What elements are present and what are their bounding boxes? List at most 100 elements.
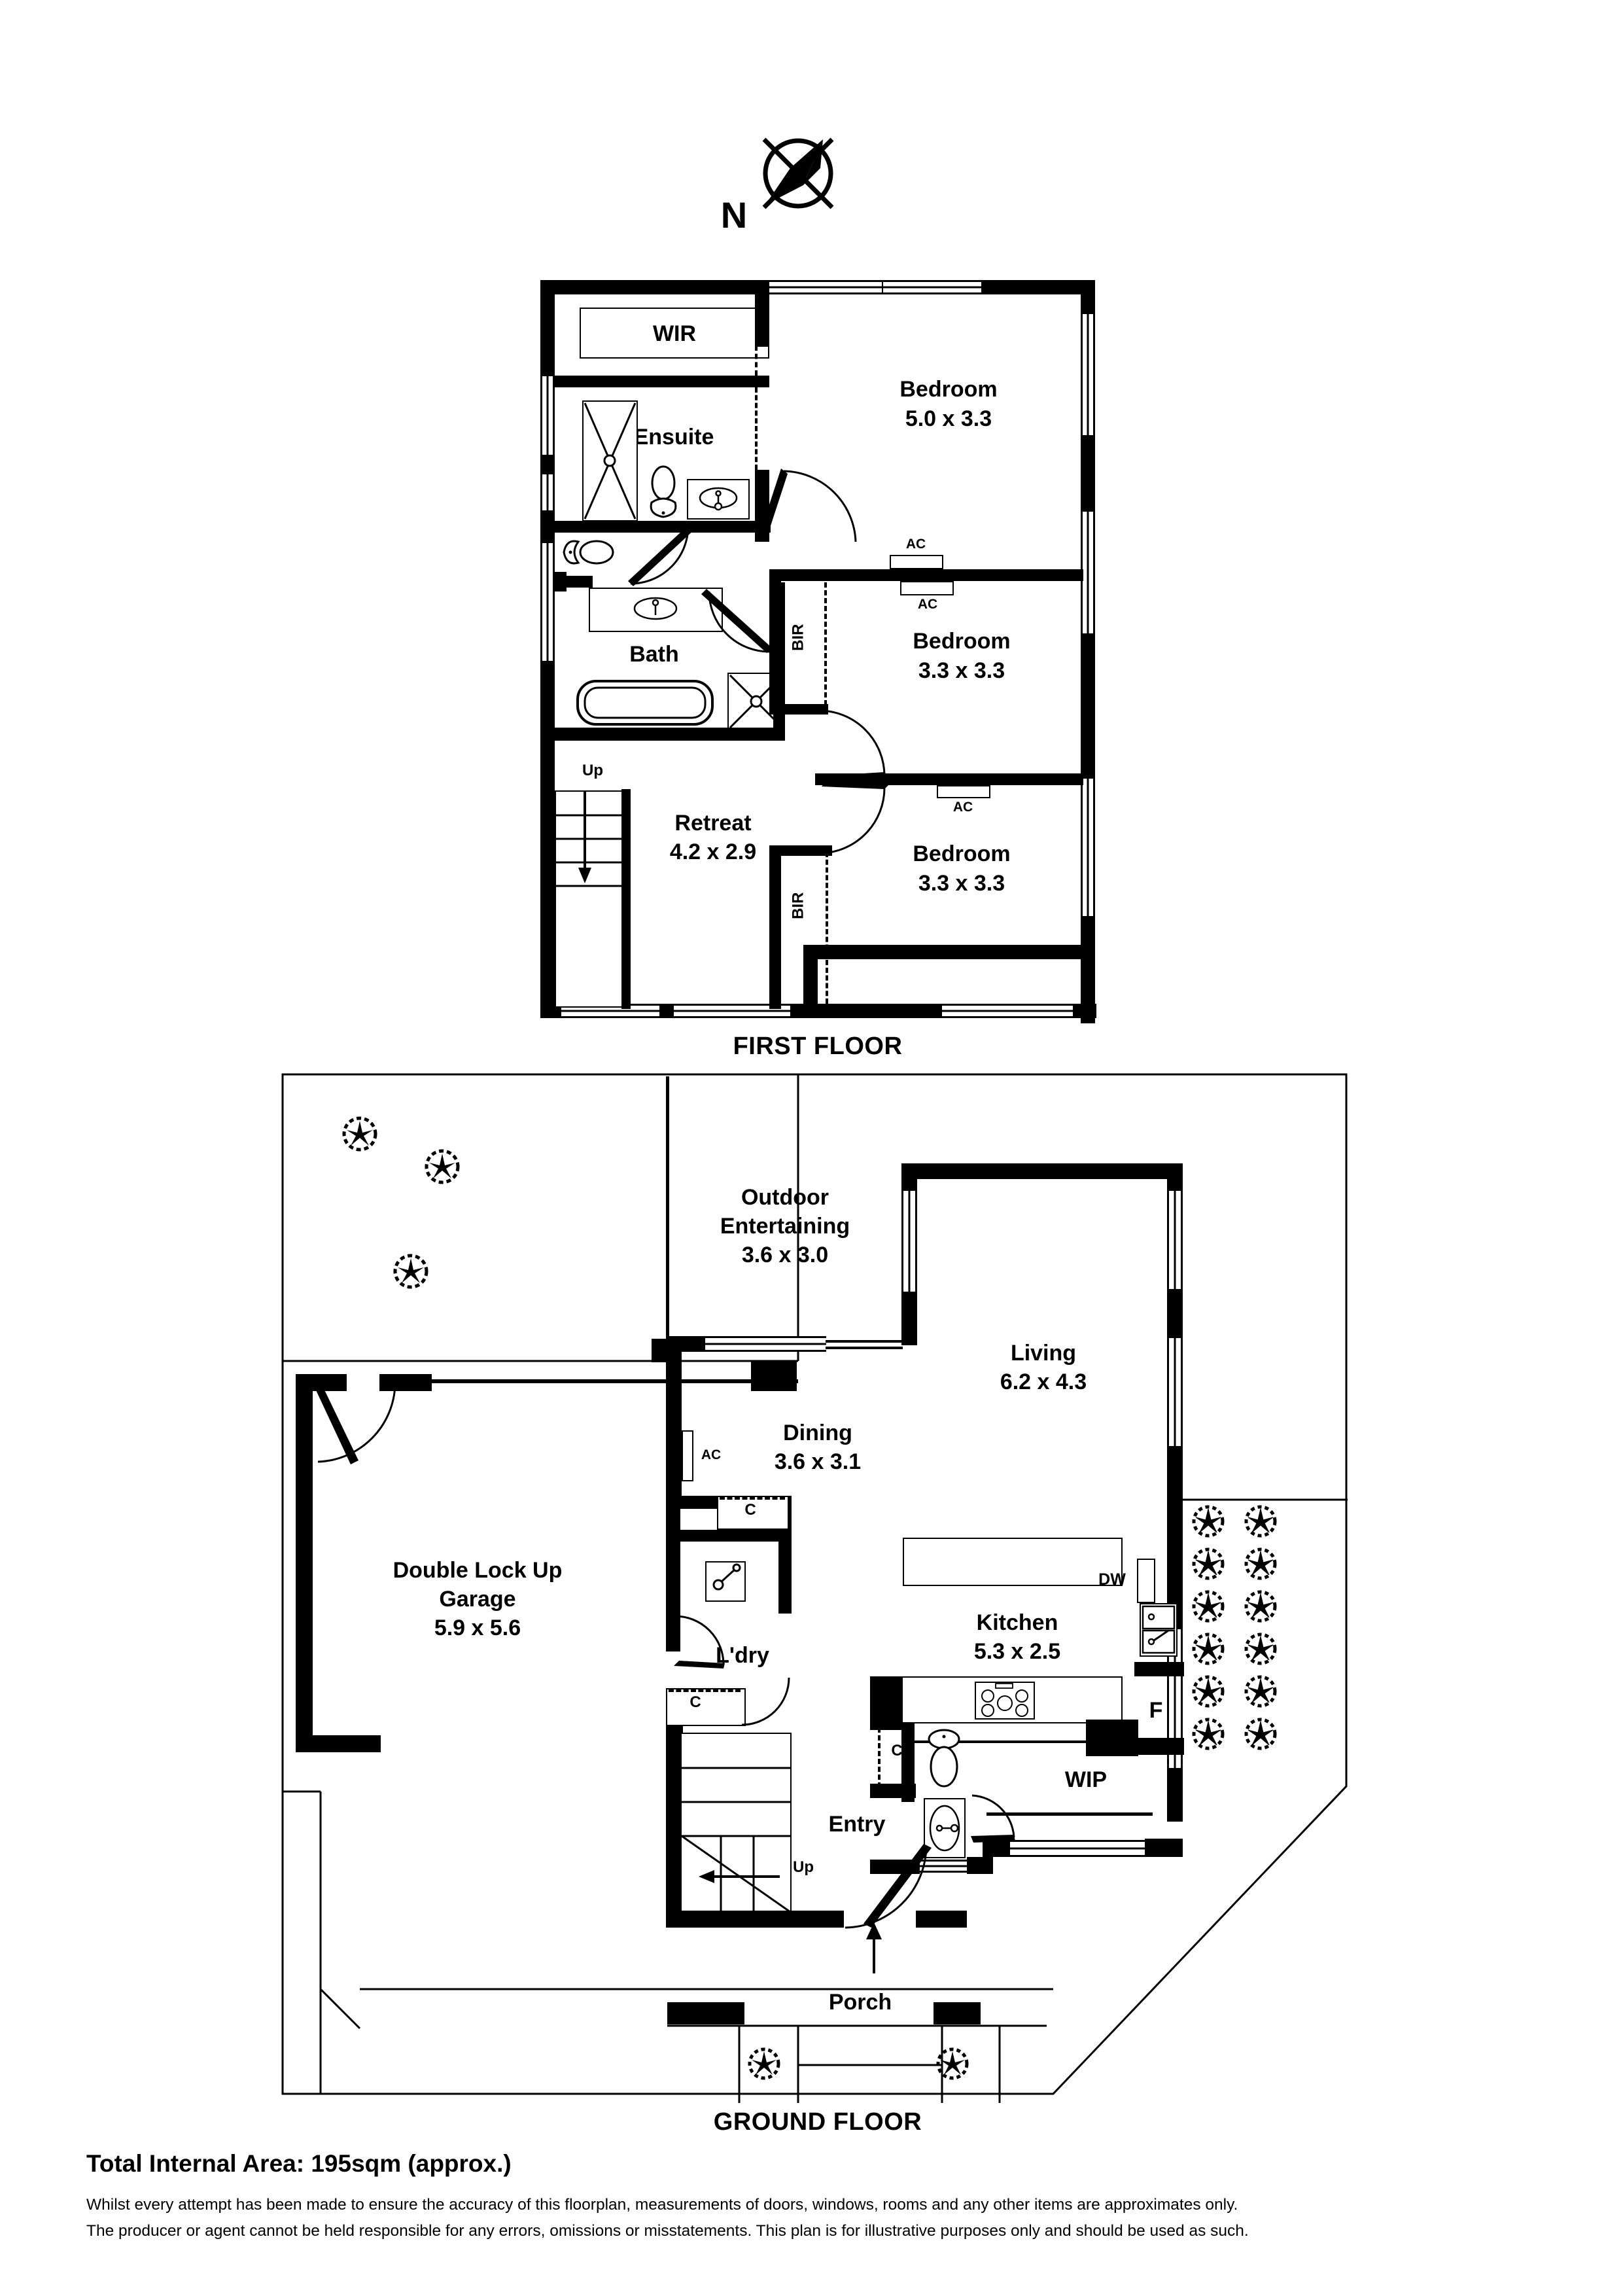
bedroom1-door[interactable] [759,468,858,547]
wall [652,1339,669,1362]
wc-door[interactable] [628,523,707,590]
shrub-icon [393,1253,429,1290]
cupboard-box [717,1496,789,1530]
porch-steps [667,2024,1047,2103]
window [1167,1191,1183,1292]
garage-name-line1: Double Lock Up [393,1558,563,1583]
entry-arrow [864,1917,884,1973]
bir-opening [824,582,827,713]
kitchen-sink [1140,1603,1178,1657]
ac-unit [900,581,954,595]
wall [666,1496,680,1651]
window [1081,779,1095,916]
ac-label: AC [905,537,926,552]
wall [803,945,818,1018]
ground-up-label: Up [793,1858,814,1876]
total-area-label: Total Internal Area: 195sqm (approx.) [86,2150,512,2177]
garden-bed-outline [1183,1498,1348,1760]
dishwasher-unit [1137,1559,1155,1603]
retreat-name: Retreat [674,811,752,836]
kitchen-name: Kitchen [976,1610,1058,1635]
wc-toilet-icon [560,537,616,568]
wall [769,704,828,715]
bedroom3-dim: 3.3 x 3.3 [918,871,1005,896]
sliding-track [826,1347,903,1349]
wir-opening [755,345,758,376]
bedroom3-name: Bedroom [913,841,1011,866]
wall [1167,1446,1183,1506]
powder-door[interactable] [969,1794,1017,1844]
outdoor-dim: 3.6 x 3.0 [741,1243,829,1267]
ensuite-opening [755,387,758,470]
wall [379,1374,432,1391]
window [1081,314,1095,435]
bedroom1-dim: 5.0 x 3.3 [905,406,992,431]
site-boundary [281,1073,1348,2113]
staircase [555,790,625,1008]
wall [1167,1289,1183,1341]
entry-front-door[interactable] [844,1844,935,1930]
wall [1145,1839,1183,1857]
bedroom3-door[interactable] [816,780,896,856]
garage-dim: 5.9 x 5.6 [434,1616,521,1640]
cupboard-label: C [891,1742,903,1759]
wall [967,1857,993,1874]
wall [815,773,1083,785]
shrub-icon [341,1116,378,1152]
window [540,543,555,661]
cupboard-opening [720,1497,785,1500]
shrub-icon [747,2047,781,2081]
garden-shrub-grid [1185,1505,1349,1760]
window [883,280,981,294]
laundry-door[interactable] [674,1615,727,1669]
wall [803,945,1095,959]
cupboard-label: C [744,1501,756,1519]
dishwasher-label: DW [1098,1570,1126,1589]
wall [870,1676,901,1730]
window [674,1004,790,1018]
bathtub-icon [576,679,714,726]
first-floor-title: FIRST FLOOR [733,1033,903,1060]
window [540,474,555,510]
first-floor-up-label: Up [582,762,603,779]
ensuite-vanity [687,479,750,520]
garage-door-line [432,1379,798,1383]
living-name: Living [1010,1341,1077,1366]
window [705,1336,826,1352]
window [769,280,882,294]
bath-door[interactable] [701,582,778,654]
ac-unit [937,785,990,798]
cupboard-box [666,1688,746,1726]
wall [296,1374,313,1752]
wall [901,1163,1183,1179]
ac-label: AC [952,800,973,815]
wall [916,1911,967,1928]
wall [666,1911,844,1928]
laundry-inner-door[interactable] [739,1675,792,1727]
garage-name-line2: Garage [439,1587,516,1612]
bedroom2-name: Bedroom [913,629,1011,654]
window [901,1191,917,1294]
wall [983,1840,1010,1857]
ac-unit [682,1430,693,1481]
living-dim: 6.2 x 4.3 [1000,1369,1087,1394]
garage-pedestrian-door[interactable] [313,1382,398,1467]
wall [666,1809,680,1913]
bir-opening [826,852,828,1004]
first-floor-plan: WIR Ensuite [0,0,1623,1060]
pantry-shelf [986,1812,1153,1816]
outdoor-name-line2: Entertaining [720,1214,850,1239]
wall [901,1723,915,1802]
ensuite-toilet-icon [645,465,682,522]
wall [751,1361,797,1391]
wall [1134,1738,1184,1755]
window [540,376,555,455]
entry-label: Entry [828,1812,886,1837]
bedroom2-dim: 3.3 x 3.3 [918,658,1005,683]
wir-robe-shelf [580,308,769,359]
outdoor-name-line1: Outdoor [741,1185,829,1210]
laundry-trough [705,1561,746,1602]
wall [769,569,1083,581]
